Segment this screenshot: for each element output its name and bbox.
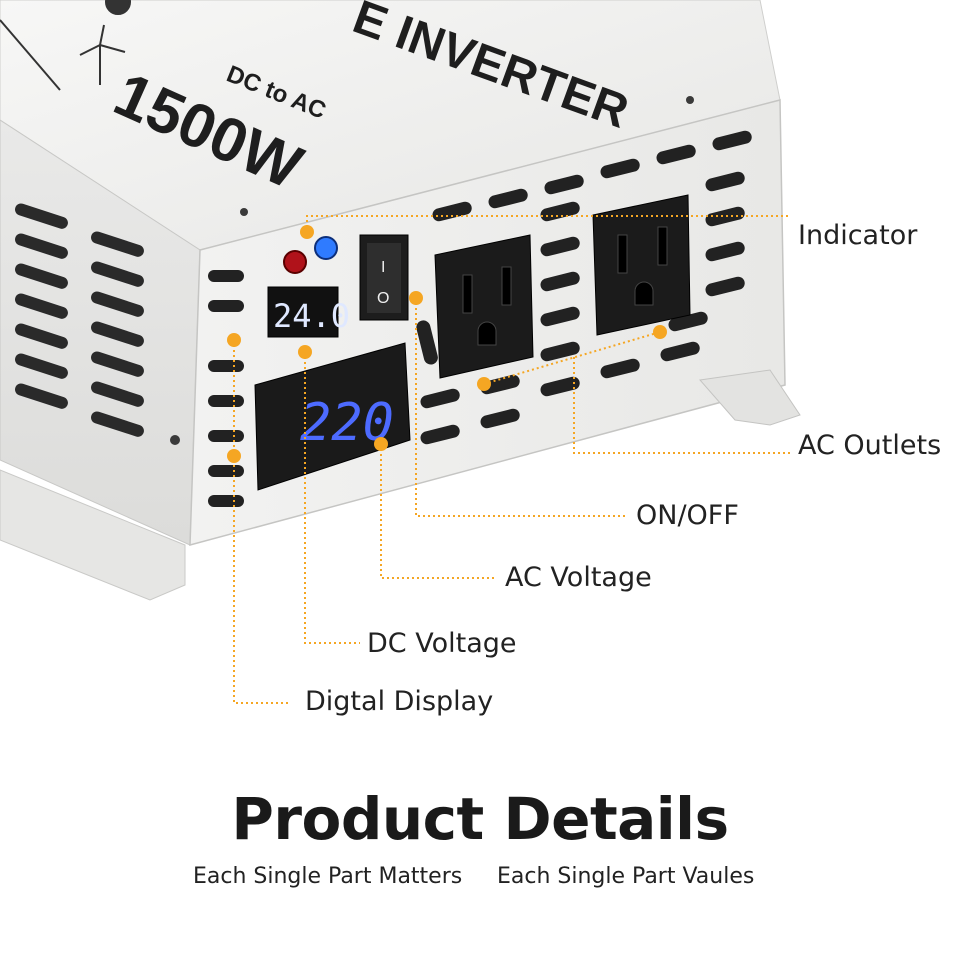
ac-outlets-leader-down <box>573 357 790 454</box>
dc-voltage-leader <box>304 352 360 644</box>
switch-off-mark: O <box>377 290 389 307</box>
callout-ac-voltage: AC Voltage <box>505 562 652 593</box>
switch-on-mark: I <box>381 259 385 276</box>
screws <box>170 96 694 445</box>
indicator-red-led <box>283 250 307 274</box>
page-title: Product Details <box>231 785 729 853</box>
callout-dc-voltage: DC Voltage <box>367 628 517 659</box>
front-vents <box>208 130 752 507</box>
indicator-blue-led <box>314 236 338 260</box>
callout-digital-display: Digtal Display <box>305 686 494 717</box>
ac-voltage-leader <box>380 444 495 579</box>
ac-outlets-leader <box>483 331 661 385</box>
ac-outlet-left <box>434 234 534 379</box>
mounting-foot-right <box>699 369 801 426</box>
side-vents <box>15 203 144 437</box>
subtitle-left: Each Single Part Matters <box>193 864 463 889</box>
callout-on-off: ON/OFF <box>636 500 739 531</box>
power-switch-rocker <box>367 243 401 313</box>
dc-voltage-display <box>267 286 339 338</box>
sun-wind-logo <box>0 0 131 91</box>
mounting-foot-left <box>0 469 186 601</box>
callout-ac-outlets: AC Outlets <box>798 430 942 461</box>
ac-voltage-display <box>254 342 411 491</box>
callout-dots <box>227 225 667 463</box>
subtitle-right: Each Single Part Vaules <box>497 864 755 889</box>
ac-outlet-right <box>592 194 691 336</box>
dc-voltage-readout: 24.0 <box>273 297 350 335</box>
callout-indicator: Indicator <box>798 220 918 251</box>
